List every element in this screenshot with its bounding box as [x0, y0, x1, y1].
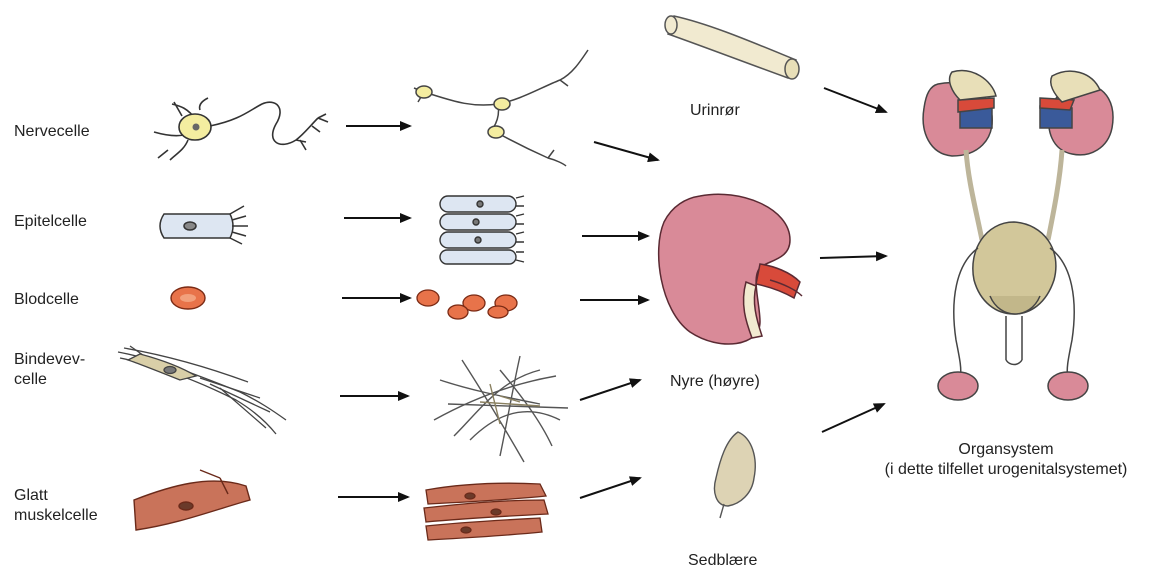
connective-cell-drawing	[118, 346, 286, 434]
arrow-muscle-tissue-to-seminal-vesicle	[580, 478, 640, 498]
arrow-seminal-vesicle-to-organsystem	[822, 404, 884, 432]
nerve-cell-drawing	[154, 98, 328, 160]
blood-tissue-drawing	[417, 290, 517, 319]
nerve-tissue-drawing	[414, 50, 588, 166]
kidney-drawing	[659, 194, 802, 344]
arrow-urinror-to-organsystem	[824, 88, 886, 112]
arrow-kidney-to-organsystem	[820, 256, 886, 258]
organ-system-drawing	[923, 71, 1113, 400]
seminal-vesicle-drawing	[715, 432, 756, 518]
blood-cell-drawing	[171, 287, 205, 309]
arrow-connective-tissue-to-kidney	[580, 380, 640, 400]
epithelial-tissue-drawing	[440, 196, 524, 264]
arrow-nerve-tissue-to-kidney	[594, 142, 658, 160]
urinror-drawing	[665, 16, 799, 79]
connective-tissue-drawing	[434, 356, 568, 462]
muscle-cell-drawing	[134, 470, 250, 530]
muscle-tissue-drawing	[424, 483, 548, 540]
epithelial-cell-drawing	[160, 206, 248, 244]
